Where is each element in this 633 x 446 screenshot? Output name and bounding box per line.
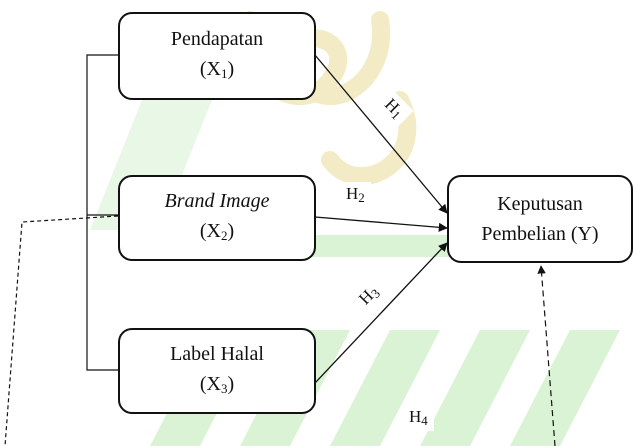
arrow-h2 bbox=[314, 216, 448, 232]
box-keputusan-line1: Keputusan bbox=[497, 193, 583, 215]
box-pendapatan: Pendapatan (X1) bbox=[118, 12, 316, 100]
box-brand-image: Brand Image (X2) bbox=[118, 175, 316, 261]
box-brand-image-name: Brand Image bbox=[164, 189, 270, 212]
dashed-h4-right bbox=[537, 265, 556, 446]
box-keputusan-pembelian: Keputusan Pembelian (Y) bbox=[447, 175, 633, 263]
box-keputusan-line2: Pembelian (Y) bbox=[481, 223, 599, 245]
arrow-h1 bbox=[314, 54, 448, 214]
box-label-halal: Label Halal (X3) bbox=[118, 328, 316, 414]
dashed-h4-left bbox=[4, 215, 119, 446]
box-label-halal-code: (X3) bbox=[199, 372, 235, 396]
bracket-line bbox=[86, 54, 118, 371]
box-label-halal-name: Label Halal bbox=[170, 342, 264, 365]
box-pendapatan-code: (X1) bbox=[199, 57, 235, 81]
label-h4: H4 bbox=[403, 405, 434, 431]
arrow-h3 bbox=[314, 242, 448, 384]
label-h2: H2 bbox=[340, 182, 371, 208]
box-pendapatan-name: Pendapatan bbox=[170, 27, 264, 50]
box-brand-image-code: (X2) bbox=[199, 219, 235, 243]
